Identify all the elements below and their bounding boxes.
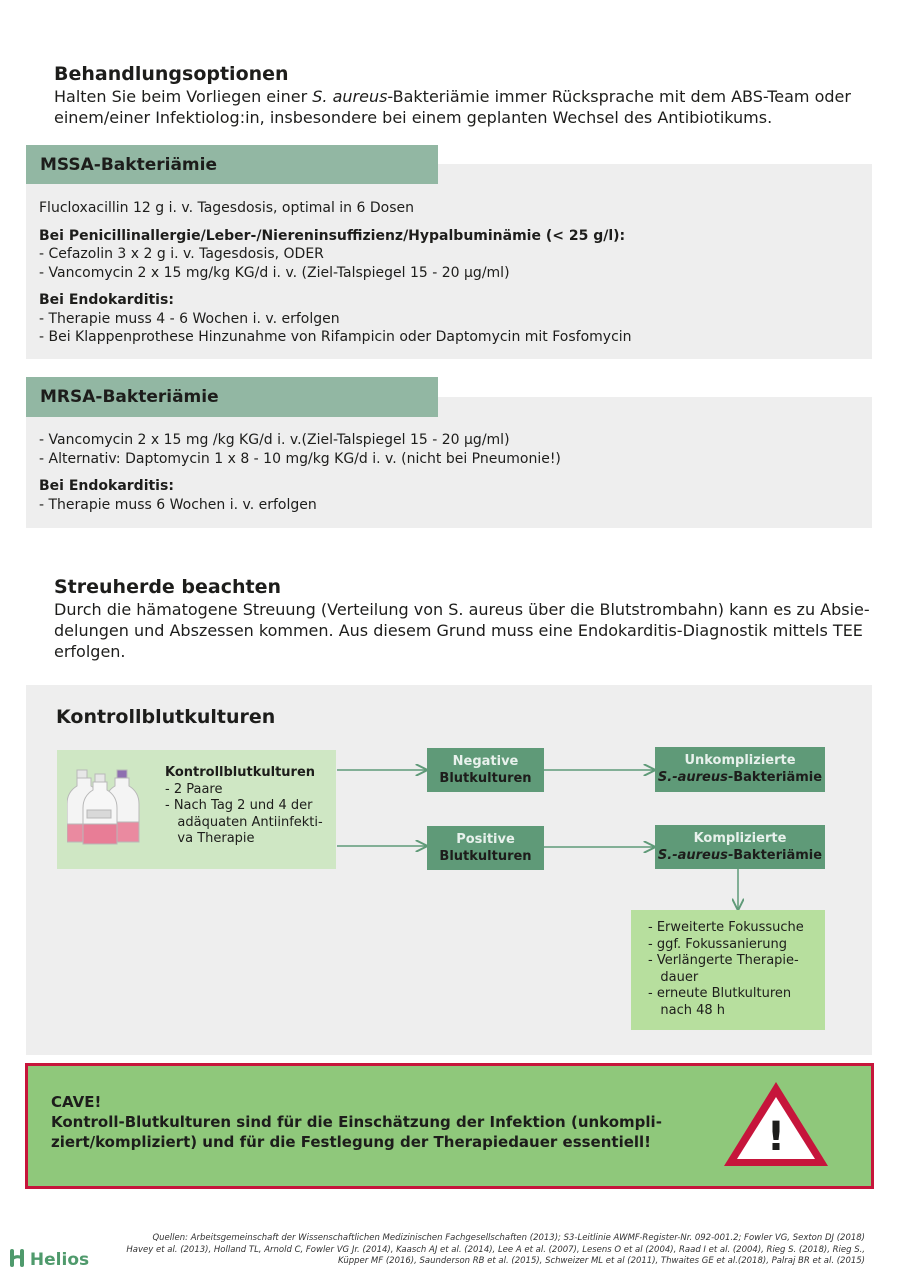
helios-logo-mark-icon: [10, 1249, 24, 1267]
kompliziert-rest: -Bakteriämie: [727, 848, 823, 863]
mssa-endo-item: - Therapie muss 4 - 6 Wochen i. v. erfol…: [39, 310, 340, 327]
mssa-endo-item: - Bei Klappenprothese Hinzunahme von Rif…: [39, 329, 632, 345]
warning-triangle-icon: !: [724, 1082, 828, 1166]
flow-node-unkompliziert: Unkomplizierte S.-aureus-Bakteriämie: [655, 747, 825, 792]
cave-box: CAVE! Kontroll-Blutkulturen sind für die…: [25, 1063, 874, 1189]
blood-culture-bottles-icon: [67, 769, 140, 845]
mrsa-header: MRSA-Bakteriämie: [26, 377, 438, 417]
intro-text-b: -Bakteriämie immer Rücksprache mit dem A…: [387, 87, 851, 106]
flow-node-measures: - Erweiterte Fokussuche - ggf. Fokussani…: [631, 910, 825, 1030]
start-node-item: adäquaten Antiinfekti-: [165, 814, 323, 830]
cave-line: Kontroll-Blutkulturen sind für die Einsc…: [51, 1113, 662, 1131]
positive-top: Positive: [456, 832, 515, 847]
streuherde-text: Durch die hämatogene Streuung (Verteilun…: [54, 599, 884, 662]
mssa-endo-heading: Bei Endokarditis:: [39, 292, 174, 308]
kompliziert-top: Komplizierte: [693, 831, 787, 846]
start-node-item: - Nach Tag 2 und 4 der: [165, 798, 313, 813]
mrsa-body: - Vancomycin 2 x 15 mg /kg KG/d i. v.(Zi…: [39, 431, 859, 514]
mssa-box: Flucloxacillin 12 g i. v. Tagesdosis, op…: [26, 164, 872, 359]
mrsa-item: - Vancomycin 2 x 15 mg /kg KG/d i. v.(Zi…: [39, 432, 510, 448]
behandlung-intro: Halten Sie beim Vorliegen einer S. aureu…: [54, 86, 874, 128]
intro-line-1: Halten Sie beim Vorliegen einer S. aureu…: [54, 86, 874, 107]
positive-bottom: Blutkulturen: [439, 849, 532, 864]
helios-logo: Helios: [10, 1249, 89, 1270]
measure-item: - Verlängerte Therapie-: [648, 953, 799, 968]
mssa-line-1: Flucloxacillin 12 g i. v. Tagesdosis, op…: [39, 200, 414, 216]
sources: Quellen: Arbeitsgemeinschaft der Wissens…: [105, 1233, 865, 1268]
flow-node-kompliziert: Komplizierte S.-aureus-Bakteriämie: [655, 825, 825, 869]
section-title-streuherde: Streuherde beachten: [54, 576, 282, 598]
mssa-allergy-item: - Vancomycin 2 x 15 mg/kg KG/d i. v. (Zi…: [39, 264, 510, 281]
cave-title: CAVE!: [51, 1093, 102, 1111]
kompliziert-italic: S.-aureus: [657, 848, 728, 863]
source-line: Havey et al. (2013), Holland TL, Arnold …: [126, 1244, 865, 1255]
section-title-behandlung: Behandlungsoptionen: [54, 63, 289, 85]
unkompliziert-top: Unkomplizierte: [684, 753, 796, 768]
flow-start-node: Kontrollblutkulturen - 2 Paare - Nach Ta…: [57, 750, 336, 869]
streuherde-line: delungen und Abszessen kommen. Aus diese…: [54, 621, 863, 640]
kompliziert-bottom: S.-aureus-Bakteriämie: [655, 847, 825, 864]
start-node-item: - 2 Paare: [165, 781, 223, 797]
streuherde-line: erfolgen.: [54, 642, 126, 661]
start-node-heading: Kontrollblutkulturen: [165, 765, 316, 780]
section-title-kontroll: Kontrollblutkulturen: [56, 706, 276, 728]
negative-bottom: Blutkulturen: [439, 771, 532, 786]
source-line: Küpper MF (2016), Saunderson RB et al. (…: [337, 1256, 865, 1266]
measure-item: - ggf. Fokussanierung: [648, 936, 787, 952]
unkompliziert-italic: S.-aureus: [657, 770, 728, 785]
intro-italic: S. aureus: [312, 87, 388, 106]
mssa-body: Flucloxacillin 12 g i. v. Tagesdosis, op…: [39, 199, 859, 347]
intro-line-2: einem/einer Infektiolog:in, insbesondere…: [54, 108, 773, 127]
negative-top: Negative: [452, 754, 519, 769]
unkompliziert-bottom: S.-aureus-Bakteriämie: [655, 769, 825, 786]
streuherde-line: Durch die hämatogene Streuung (Verteilun…: [54, 600, 870, 619]
measure-item: - erneute Blutkulturen: [648, 986, 792, 1001]
helios-logo-text: Helios: [29, 1250, 90, 1270]
mrsa-box: - Vancomycin 2 x 15 mg /kg KG/d i. v.(Zi…: [26, 397, 872, 528]
start-node-text: Kontrollblutkulturen - 2 Paare - Nach Ta…: [165, 765, 333, 848]
measure-item: dauer: [648, 969, 699, 985]
measure-item: - Erweiterte Fokussuche: [648, 920, 804, 935]
unkompliziert-rest: -Bakteriämie: [727, 770, 823, 785]
mssa-allergy-item: - Cefazolin 3 x 2 g i. v. Tagesdosis, OD…: [39, 246, 324, 262]
cave-text: CAVE! Kontroll-Blutkulturen sind für die…: [51, 1092, 662, 1152]
warning-symbol: !: [767, 1114, 785, 1160]
intro-text-a: Halten Sie beim Vorliegen einer: [54, 87, 313, 106]
source-line: Quellen: Arbeitsgemeinschaft der Wissens…: [152, 1233, 865, 1243]
start-node-item: va Therapie: [165, 831, 255, 846]
mrsa-endo-item: - Therapie muss 6 Wochen i. v. erfolgen: [39, 496, 317, 513]
mssa-allergy-heading: Bei Penicillinallergie/Leber-/Niereninsu…: [39, 227, 626, 244]
mssa-header: MSSA-Bakteriämie: [26, 145, 438, 184]
flow-node-positive: Positive Blutkulturen: [427, 826, 544, 870]
flow-node-negative: Negative Blutkulturen: [427, 748, 544, 792]
cave-line: ziert/kompliziert) und für die Festlegun…: [51, 1133, 652, 1151]
mrsa-item: - Alternativ: Daptomycin 1 x 8 - 10 mg/k…: [39, 450, 561, 467]
mrsa-endo-heading: Bei Endokarditis:: [39, 478, 174, 494]
measure-item: nach 48 h: [648, 1002, 726, 1018]
